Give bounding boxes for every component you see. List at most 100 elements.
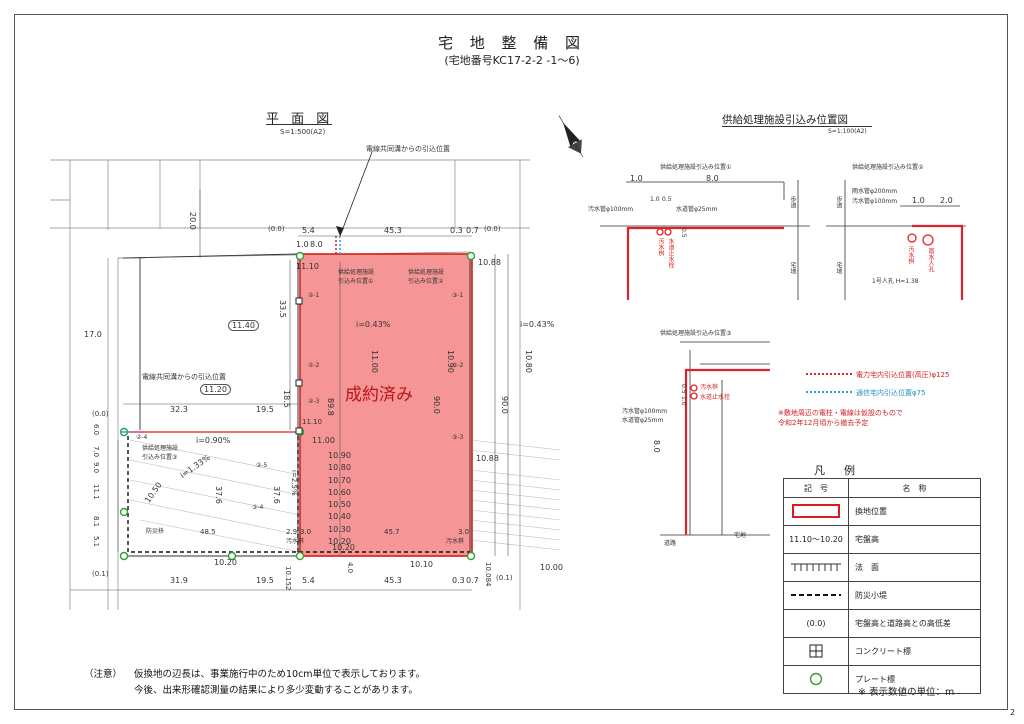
level-7: 10.30 [328,524,351,534]
dim: 4.0 [346,562,354,574]
fig3-v1: 0.5 [680,384,687,394]
legend-row: 防災小堤 [783,581,981,610]
dim: 10.88 [478,258,501,267]
dim: 19.5 [256,576,274,585]
dim: 5.4 [302,226,315,235]
dim: (0.0) [268,225,285,233]
fig2-note: 1号人孔 H=1.38 [872,278,919,285]
slope-label-1: i=0.43% [356,320,391,329]
north-arrow [558,115,584,158]
legend-name: 防災小堤 [848,581,981,610]
marker: ③-1 [452,292,464,299]
fig2-sub2: 雨水人孔 [927,248,934,272]
page-subtitle: (宅地番号KC17-2-2 -1～6) [444,54,580,67]
dim: 11.40 [228,320,259,331]
legend-name: コンクリート標 [848,637,981,666]
sold-lot-border [299,253,473,557]
marker: ③-2 [452,362,464,369]
unit-note: ※ 表示数値の単位：m [858,687,955,698]
level-8: 10.20 [328,537,351,547]
dim: 11.10 [302,418,323,426]
plate-marker-symbol [783,665,849,694]
sold-label: 成約済み [345,385,413,405]
level-4: 10.60 [328,487,351,497]
legend-name: プレート標 [848,665,981,694]
level-1: 10.90 [328,451,351,460]
slope-label-3: i=0.90% [196,436,231,445]
dim: 11.20 [200,384,231,395]
dim: 10.084 [484,562,492,587]
intake-label-2: 供給処理施設 引込み位置② [408,269,445,285]
legend-name: 宅盤高 [848,525,981,554]
dim: 0.7 [466,226,479,235]
dim: 89.8 [326,398,335,416]
supply-heading-underline [722,126,872,127]
dim: 48.5 [200,528,216,536]
legend-table: 記 号 名 称 換地位置 11.10～10.20 宅盤高 法 面 防災小堤 (0… [783,478,981,694]
fig1-lot-line [626,226,784,300]
fig1-sub1: 汚水桝 [657,238,664,256]
fig3-osui [690,384,698,392]
dim: 6.0 [92,424,100,436]
legend-symbol-text: (0.0) [783,609,849,638]
marker: ②-5 [256,462,268,469]
marker: ②-2 [308,362,320,369]
notes-line-2: 今後、出来形確認測量の結果により多少変動することがあります。 [134,685,418,696]
legend-name: 宅盤高と道路高との高低差 [848,609,981,638]
embankment-dashed [127,436,470,553]
sold-lot-area [300,254,472,556]
legend-name: 法 面 [848,553,981,582]
dim: 11.00 [370,350,379,373]
slope-symbol [783,553,849,582]
dim: 32.3 [170,405,188,414]
notes-label: （注意） [84,669,123,680]
dim: (0.1) [496,574,513,582]
supply-scale: S=1:100(A2) [828,128,867,135]
dim: 3.0 [458,528,470,536]
dim: 5.1 [92,536,100,548]
dim: 45.7 [384,528,400,536]
legend-row: コンクリート標 [783,637,981,666]
comm-legend-text: 通信宅内引込位置φ75 [856,389,926,397]
plan-heading: 平 面 図 [266,112,334,127]
dim: 10.152 [284,566,292,591]
legend-col-name: 名 称 [848,478,981,498]
dimension-lines [70,190,509,591]
marker: 汚水桝 [286,538,305,545]
dim: 0.7 [466,576,479,585]
fig2-side2: 宅地 [835,262,842,274]
concrete-marker-symbol [783,637,849,666]
fig3-lot-line [684,368,770,535]
fig2-sub1: 汚水桝 [907,246,914,264]
level-6: 10.40 [328,512,351,522]
fig3-road: 道路 [664,540,677,547]
dim: 31.9 [170,576,188,585]
marker: ②-1 [308,292,320,299]
dim: 18.5 [282,390,291,408]
marker: 汚水桝 [446,538,465,545]
fig1-d2: 8.0 [706,174,719,183]
legend-row: 法 面 [783,553,981,582]
dim: 20.0 [188,212,197,230]
fig2-d2: 2.0 [940,196,953,205]
dim: (0.1) [92,570,109,578]
dim: 8.0 [310,240,323,249]
fig3-title: 供給処理施設引込み位置③ [660,330,732,337]
page-title: 宅 地 整 備 図 [437,34,587,52]
level-5: 10.50 [328,500,351,510]
dim: 1.0 [296,240,309,249]
legend-row: (0.0) 宅盤高と道路高との高低差 [783,609,981,638]
fig1-d3: 1.0 [650,196,660,203]
dim: 5.4 [302,576,315,585]
callout-left: 電線共同溝からの引込位置 [142,373,226,381]
marker: ②-3 [308,398,320,405]
fig1-side1: 歩道 [789,196,796,208]
dim: (0.0) [92,410,109,418]
dim: 0.3 [450,226,463,235]
fig1-side2: 宅地 [789,262,796,274]
legend-symbol-text: 11.10～10.20 [783,525,849,554]
level-2: 10.80 [328,463,351,473]
dim: 0.3 [452,576,465,585]
fig2-usui [922,234,934,246]
